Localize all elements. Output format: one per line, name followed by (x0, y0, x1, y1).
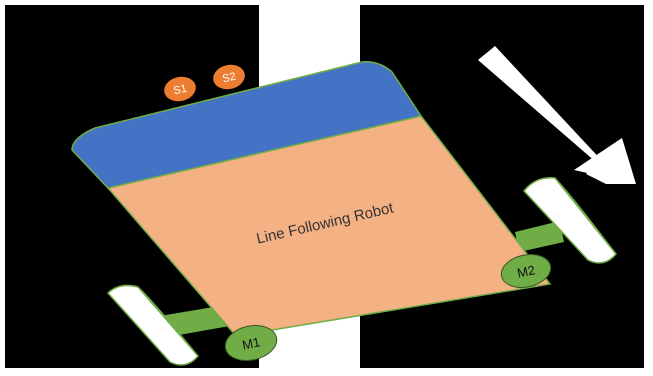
right-wheel (523, 177, 617, 264)
motor-m2: M2 (500, 254, 552, 288)
robot-front-panel (71, 60, 423, 189)
sensor-s1-label: S1 (172, 83, 188, 98)
left-wheel (106, 284, 199, 366)
motor-m2-label: M2 (516, 262, 537, 280)
sensor-s1: S1 (164, 76, 196, 102)
direction-arrow-head (574, 138, 636, 184)
motor-m1-label: M1 (241, 334, 262, 352)
front-axle (515, 221, 564, 252)
sensor-s2-label: S2 (221, 71, 237, 86)
sensor-s2: S2 (213, 64, 245, 90)
direction-arrow (478, 46, 636, 184)
motor-m1: M1 (224, 325, 278, 361)
